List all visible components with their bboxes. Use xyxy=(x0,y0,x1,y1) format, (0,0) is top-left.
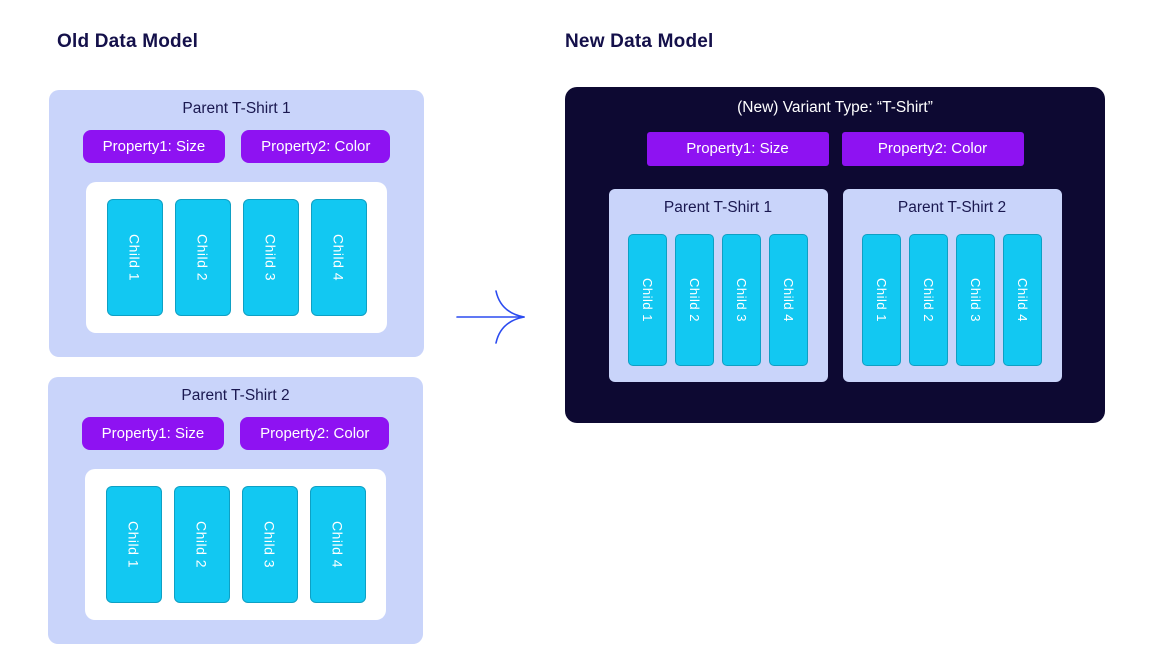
child-variant: Child 2 xyxy=(174,199,231,316)
child-variant: Child 3 xyxy=(722,234,761,366)
child-variant: Child 2 xyxy=(909,234,948,366)
child-variant: Child 1 xyxy=(105,486,162,603)
transform-arrow-icon xyxy=(456,290,525,344)
property-badge-color: Property2: Color xyxy=(240,417,390,450)
child-label: Child 3 xyxy=(262,233,279,282)
child-variant: Child 1 xyxy=(628,234,667,366)
child-variant: Child 3 xyxy=(241,486,298,603)
new-parent-card-1: Parent T-Shirt 1 Child 1 Child 2 Child 3… xyxy=(608,189,828,382)
child-label: Child 3 xyxy=(968,278,983,322)
child-label: Child 2 xyxy=(194,233,211,282)
new-model-heading: New Data Model xyxy=(565,31,714,52)
child-label: Child 1 xyxy=(640,278,655,322)
property-badge-color: Property2: Color xyxy=(241,130,391,163)
old-model-heading: Old Data Model xyxy=(57,31,199,52)
new-parent-1-children: Child 1 Child 2 Child 3 Child 4 xyxy=(628,234,808,366)
child-label: Child 4 xyxy=(781,278,796,322)
child-variant: Child 1 xyxy=(106,199,163,316)
old-parent-1-children-box: Child 1 Child 2 Child 3 Child 4 xyxy=(86,182,387,333)
variant-badges: Property1: Size Property2: Color xyxy=(646,132,1024,166)
child-label: Child 4 xyxy=(330,233,347,282)
property-badge-size: Property1: Size xyxy=(81,417,225,450)
child-label: Child 1 xyxy=(126,233,143,282)
old-parent-2-title: Parent T-Shirt 2 xyxy=(181,387,290,404)
old-parent-1-title: Parent T-Shirt 1 xyxy=(182,100,291,117)
new-parent-card-2: Parent T-Shirt 2 Child 1 Child 2 Child 3… xyxy=(842,189,1062,382)
new-parent-1-title: Parent T-Shirt 1 xyxy=(663,199,773,216)
child-variant: Child 2 xyxy=(173,486,230,603)
old-parent-card-1: Parent T-Shirt 1 Property1: Size Propert… xyxy=(49,90,424,357)
old-parent-2-badges: Property1: Size Property2: Color xyxy=(81,417,390,450)
old-parent-card-2: Parent T-Shirt 2 Property1: Size Propert… xyxy=(48,377,423,644)
child-variant: Child 4 xyxy=(1003,234,1042,366)
new-parent-2-title: Parent T-Shirt 2 xyxy=(897,199,1007,216)
child-variant: Child 4 xyxy=(769,234,808,366)
child-variant: Child 3 xyxy=(242,199,299,316)
property-badge-size: Property1: Size xyxy=(82,130,226,163)
child-variant: Child 3 xyxy=(956,234,995,366)
child-label: Child 4 xyxy=(329,520,346,569)
child-label: Child 3 xyxy=(261,520,278,569)
property-badge-size: Property1: Size xyxy=(646,132,829,166)
child-label: Child 4 xyxy=(1015,278,1030,322)
old-parent-1-badges: Property1: Size Property2: Color xyxy=(82,130,391,163)
child-label: Child 1 xyxy=(874,278,889,322)
child-variant: Child 4 xyxy=(310,199,367,316)
property-badge-color: Property2: Color xyxy=(841,132,1024,166)
new-variant-container: (New) Variant Type: “T-Shirt” Property1:… xyxy=(565,87,1105,423)
child-variant: Child 4 xyxy=(309,486,366,603)
new-parent-2-children: Child 1 Child 2 Child 3 Child 4 xyxy=(862,234,1042,366)
child-label: Child 2 xyxy=(921,278,936,322)
child-variant: Child 1 xyxy=(862,234,901,366)
old-parent-2-children-box: Child 1 Child 2 Child 3 Child 4 xyxy=(85,469,386,620)
variant-type-title: (New) Variant Type: “T-Shirt” xyxy=(737,99,933,116)
child-label: Child 3 xyxy=(734,278,749,322)
child-label: Child 2 xyxy=(193,520,210,569)
child-label: Child 2 xyxy=(687,278,702,322)
child-label: Child 1 xyxy=(125,520,142,569)
new-parents-row: Parent T-Shirt 1 Child 1 Child 2 Child 3… xyxy=(608,189,1062,382)
child-variant: Child 2 xyxy=(675,234,714,366)
